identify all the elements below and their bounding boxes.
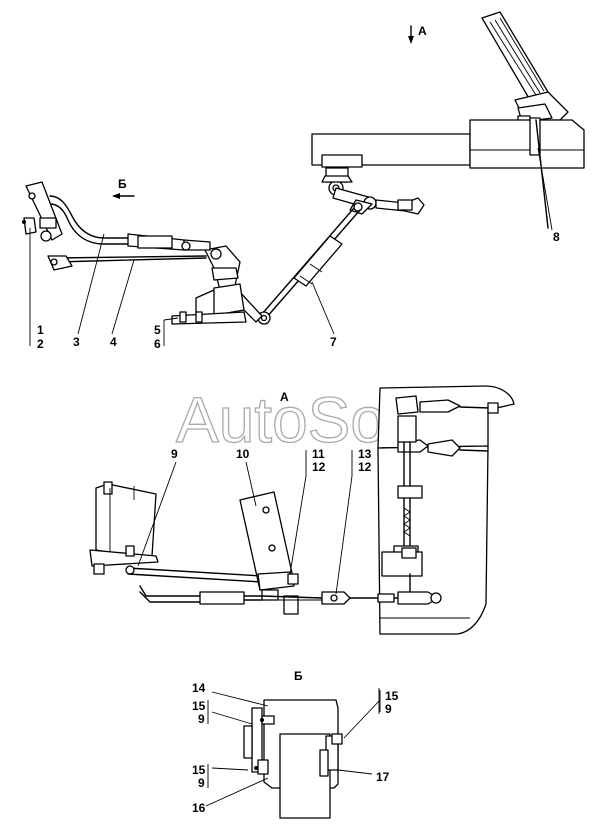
view-b-assembly (205, 690, 381, 819)
callout-13: 13 (358, 447, 372, 461)
view-a-fork-rod (261, 573, 442, 605)
view-b-arrow (112, 193, 135, 199)
callout-9-right: 9 (385, 702, 392, 716)
view-a-arrow (408, 25, 414, 44)
callout-12-first: 12 (312, 460, 326, 474)
callout-9-view-a: 9 (171, 447, 178, 461)
view-a-top-label: А (418, 24, 427, 38)
callout-9-upper-left: 9 (198, 712, 205, 726)
upper-linkage (332, 187, 425, 215)
callout-17: 17 (376, 770, 390, 784)
view-b-top-label: Б (118, 177, 127, 191)
callout-2: 2 (37, 337, 44, 351)
leaders-top (29, 147, 553, 346)
callout-5: 5 (154, 323, 161, 337)
leaders-view-a (137, 450, 353, 595)
bell-crank (171, 245, 263, 325)
view-a-heading: А (280, 390, 289, 404)
leaders-view-b (205, 690, 381, 807)
view-b-heading: Б (294, 669, 303, 683)
callout-11: 11 (312, 447, 325, 461)
callout-labels: 1 2 3 4 5 6 7 8 9 10 11 12 13 12 14 15 9… (37, 230, 560, 815)
left-lever (22, 181, 63, 242)
callout-10: 10 (236, 447, 250, 461)
callout-9-lower-left: 9 (198, 776, 205, 790)
left-bracket-box (89, 481, 159, 575)
callout-14: 14 (192, 681, 206, 695)
bracket-10 (239, 491, 338, 615)
callout-16: 16 (192, 801, 206, 815)
callout-8: 8 (553, 230, 560, 244)
view-a-rods (125, 565, 263, 605)
view-labels: А Б А Б (118, 24, 427, 683)
callout-1: 1 (37, 323, 44, 337)
callout-15-lower-left: 15 (192, 763, 206, 777)
callout-12-second: 12 (358, 460, 372, 474)
callout-3: 3 (73, 335, 80, 349)
callout-15-upper-left: 15 (192, 699, 206, 713)
callout-4: 4 (110, 335, 117, 349)
callout-6: 6 (154, 337, 161, 351)
panel-linkage (381, 395, 499, 577)
rod-7 (257, 207, 361, 325)
view-a-assembly (89, 385, 515, 635)
floor-panel (311, 119, 585, 169)
top-assembly (22, 11, 585, 346)
accelerator-pedal (481, 11, 569, 125)
rod-assembly-3-4 (47, 195, 211, 271)
callout-7: 7 (330, 335, 337, 349)
callout-15-right: 15 (385, 689, 399, 703)
callout-separators (207, 688, 380, 788)
